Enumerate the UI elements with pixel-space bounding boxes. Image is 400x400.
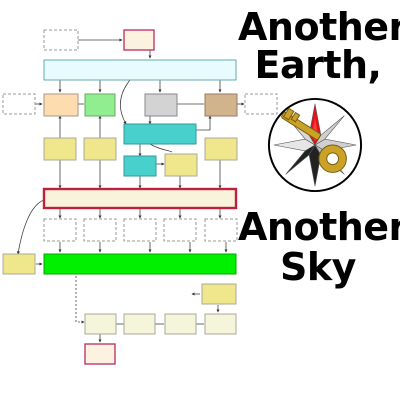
khaki-box-4: [164, 153, 198, 177]
cream-box-1: [84, 313, 117, 335]
pink-box-bottom: [84, 343, 116, 365]
title-line-1: Another: [238, 5, 400, 49]
cream-box-4: [204, 313, 237, 335]
green-box: [84, 93, 116, 117]
flowchart-boxes: [2, 29, 278, 365]
peach-box: [43, 93, 79, 117]
key-icon: [281, 107, 347, 173]
top-bar: [43, 59, 237, 81]
dashed-box-top: [43, 29, 79, 51]
dashed-box-right: [244, 93, 278, 115]
cream-box-2: [123, 313, 156, 335]
khaki-box-3: [204, 137, 238, 161]
title-line-4: Sky: [280, 245, 356, 289]
cream-box-3: [164, 313, 197, 335]
dashed-box-row-2: [83, 218, 117, 242]
center-bar: [42, 187, 238, 210]
flowchart-connectors: [16, 38, 245, 343]
bright-green-bar: [43, 253, 237, 275]
title-line-2: Earth,: [254, 43, 383, 87]
dashed-box-row-3: [123, 218, 157, 242]
compass-rose-with-key-icon: [267, 97, 363, 193]
teal-box-wide: [123, 123, 197, 145]
dashed-box-row-4: [163, 218, 197, 242]
teal-box-small: [123, 155, 157, 177]
tan-box: [204, 93, 238, 117]
title-line-3: Another: [238, 205, 400, 249]
dashed-box-row-1: [43, 218, 77, 242]
gray-box: [144, 93, 178, 117]
khaki-box-right: [201, 283, 237, 305]
khaki-box-2: [83, 137, 117, 161]
dashed-box-row-5: [204, 218, 238, 242]
pink-box-top: [123, 29, 155, 51]
dashed-box-left: [2, 93, 36, 115]
khaki-box-1: [43, 137, 77, 161]
khaki-box-left: [2, 253, 36, 275]
